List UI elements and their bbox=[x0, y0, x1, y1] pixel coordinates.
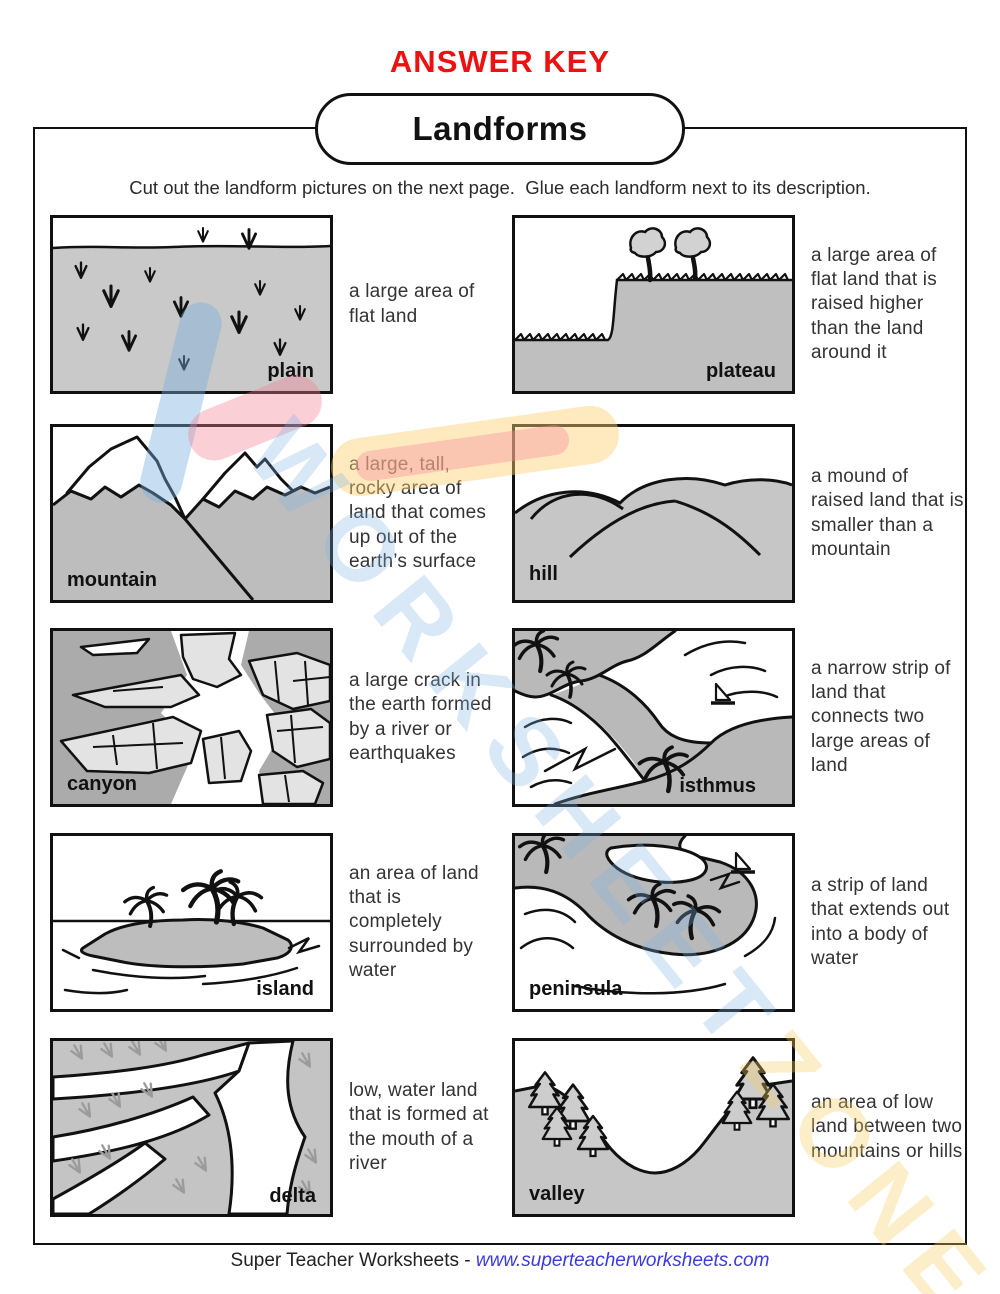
landform-description: a large area of flat land bbox=[349, 281, 475, 327]
landform-label: plain bbox=[267, 360, 314, 382]
cell-canyon: canyon a large crack in the earth formed… bbox=[50, 628, 499, 807]
cell-peninsula: peninsula a strip of land that extends o… bbox=[512, 833, 966, 1012]
delta-image: delta bbox=[50, 1038, 333, 1217]
island-illustration bbox=[53, 836, 330, 995]
landform-description: an area of low land between two mountain… bbox=[811, 1092, 963, 1162]
landform-label: canyon bbox=[67, 773, 138, 795]
landform-label: plateau bbox=[705, 360, 776, 382]
hill-image: hill bbox=[512, 424, 795, 603]
cell-plateau: plateau a large area of flat land that i… bbox=[512, 215, 966, 394]
landform-label: delta bbox=[269, 1185, 316, 1207]
hill-illustration bbox=[515, 477, 792, 600]
canyon-image: canyon bbox=[50, 628, 333, 807]
landform-label: peninsula bbox=[529, 978, 623, 1000]
valley-illustration bbox=[515, 1056, 792, 1214]
cell-hill: hill a mound of raised land that is smal… bbox=[512, 424, 966, 603]
landform-description: a mound of raised land that is smaller t… bbox=[811, 465, 964, 560]
page-title: Landforms bbox=[315, 93, 685, 165]
landform-label: mountain bbox=[67, 569, 157, 591]
cell-island: island an area of land that is completel… bbox=[50, 833, 499, 1012]
instruction-text: Cut out the landform pictures on the nex… bbox=[129, 177, 871, 198]
valley-image: valley bbox=[512, 1038, 795, 1217]
mountain-illustration bbox=[53, 435, 330, 600]
mountain-image: mountain bbox=[50, 424, 333, 603]
landform-description: low, water land that is formed at the mo… bbox=[349, 1079, 489, 1174]
footer-url-link[interactable]: www.superteacherworksheets.com bbox=[475, 1250, 770, 1271]
landform-description: a large area of flat land that is raised… bbox=[811, 244, 937, 363]
landform-label: valley bbox=[529, 1183, 585, 1205]
landform-description: an area of land that is completely surro… bbox=[349, 862, 479, 981]
cell-plain: plain a large area of flat land bbox=[50, 215, 499, 394]
peninsula-illustration bbox=[515, 836, 777, 995]
answer-key-heading: ANSWER KEY bbox=[389, 44, 611, 79]
footer: Super Teacher Worksheets - www.superteac… bbox=[0, 1250, 1000, 1272]
plain-image: plain bbox=[50, 215, 333, 394]
plateau-image: plateau bbox=[512, 215, 795, 394]
cell-delta: delta low, water land that is formed at … bbox=[50, 1038, 499, 1217]
landform-description: a large, tall, rocky area of land that c… bbox=[349, 453, 487, 572]
peninsula-image: peninsula bbox=[512, 833, 795, 1012]
cell-isthmus: isthmus a narrow strip of land that conn… bbox=[512, 628, 966, 807]
landform-description: a large crack in the earth formed by a r… bbox=[349, 669, 492, 764]
landform-label: hill bbox=[529, 563, 558, 585]
cell-mountain: mountain a large, tall, rocky area of la… bbox=[50, 424, 499, 603]
isthmus-illustration bbox=[515, 631, 792, 804]
landform-description: a narrow strip of land that connects two… bbox=[811, 657, 951, 776]
footer-site-name: Super Teacher Worksheets - bbox=[230, 1250, 476, 1271]
landform-label: isthmus bbox=[679, 775, 756, 797]
landform-label: island bbox=[256, 978, 314, 1000]
plateau-illustration bbox=[515, 227, 792, 391]
cell-valley: valley an area of low land between two m… bbox=[512, 1038, 966, 1217]
island-image: island bbox=[50, 833, 333, 1012]
plain-illustration bbox=[53, 226, 330, 391]
delta-illustration bbox=[53, 1041, 330, 1214]
isthmus-image: isthmus bbox=[512, 628, 795, 807]
landform-description: a strip of land that extends out into a … bbox=[811, 874, 950, 969]
canyon-illustration bbox=[53, 631, 330, 804]
